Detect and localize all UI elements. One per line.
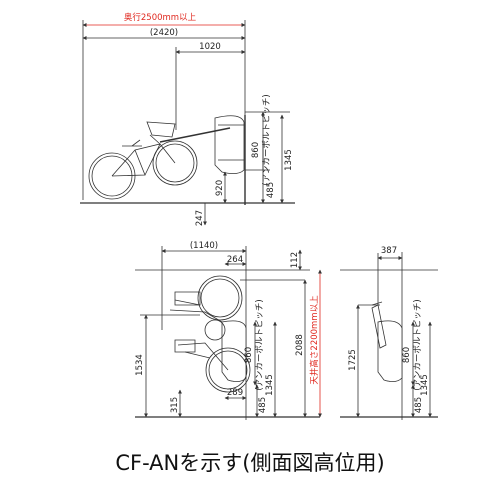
height-1345-label-right: 1345 xyxy=(420,374,430,396)
lower-bicycle-icon xyxy=(174,339,251,393)
width-1140-label: (1140) xyxy=(190,241,218,251)
depth-requirement-label: 奥行2500mm以上 xyxy=(124,12,197,23)
rack-arm-icon xyxy=(371,301,387,349)
caption: CF-ANを示す(側面図高位用) xyxy=(115,451,384,475)
height-485-label-left: 485 xyxy=(258,397,268,413)
height-315-label: 315 xyxy=(170,397,180,413)
height-1345-label-left: 1345 xyxy=(265,374,275,396)
ceiling-requirement-label: 天井高さ2200mm以上 xyxy=(309,295,320,385)
total-depth-label: (2420) xyxy=(150,28,178,38)
anchor-pitch-label: 860 xyxy=(251,142,261,158)
top-side-view xyxy=(80,20,295,226)
height-485-label-right: 485 xyxy=(414,397,424,413)
height-2088-label: 2088 xyxy=(295,334,305,356)
anchor-pitch-note: (アンカーボルトピッチ) xyxy=(262,94,272,185)
height-247-label: 247 xyxy=(195,210,205,226)
depth-289-label: 289 xyxy=(227,388,243,398)
top-112-label: 112 xyxy=(290,252,300,268)
rack-depth-label: 1020 xyxy=(199,42,221,52)
height-1725-label: 1725 xyxy=(348,349,358,371)
anchor-pitch-label-right: 860 xyxy=(402,347,412,363)
height-1345-label: 1345 xyxy=(284,149,294,171)
height-1534-label: 1534 xyxy=(135,354,145,376)
anchor-pitch-label-left: 860 xyxy=(244,347,254,363)
bicycle-icon xyxy=(88,121,198,200)
height-920-label: 920 xyxy=(215,180,225,196)
bottom-right-side-view xyxy=(340,252,438,420)
offset-264-label: 264 xyxy=(227,255,243,265)
anchor-pitch-note-right: (アンカーボルトピッチ) xyxy=(413,299,423,390)
bottom-left-side-view xyxy=(135,246,322,420)
anchor-pitch-note-left: (アンカーボルトピッチ) xyxy=(255,299,265,390)
height-485-label: 485 xyxy=(266,182,276,198)
width-387-label: 387 xyxy=(381,246,397,256)
upper-bicycle-icon xyxy=(169,275,243,341)
